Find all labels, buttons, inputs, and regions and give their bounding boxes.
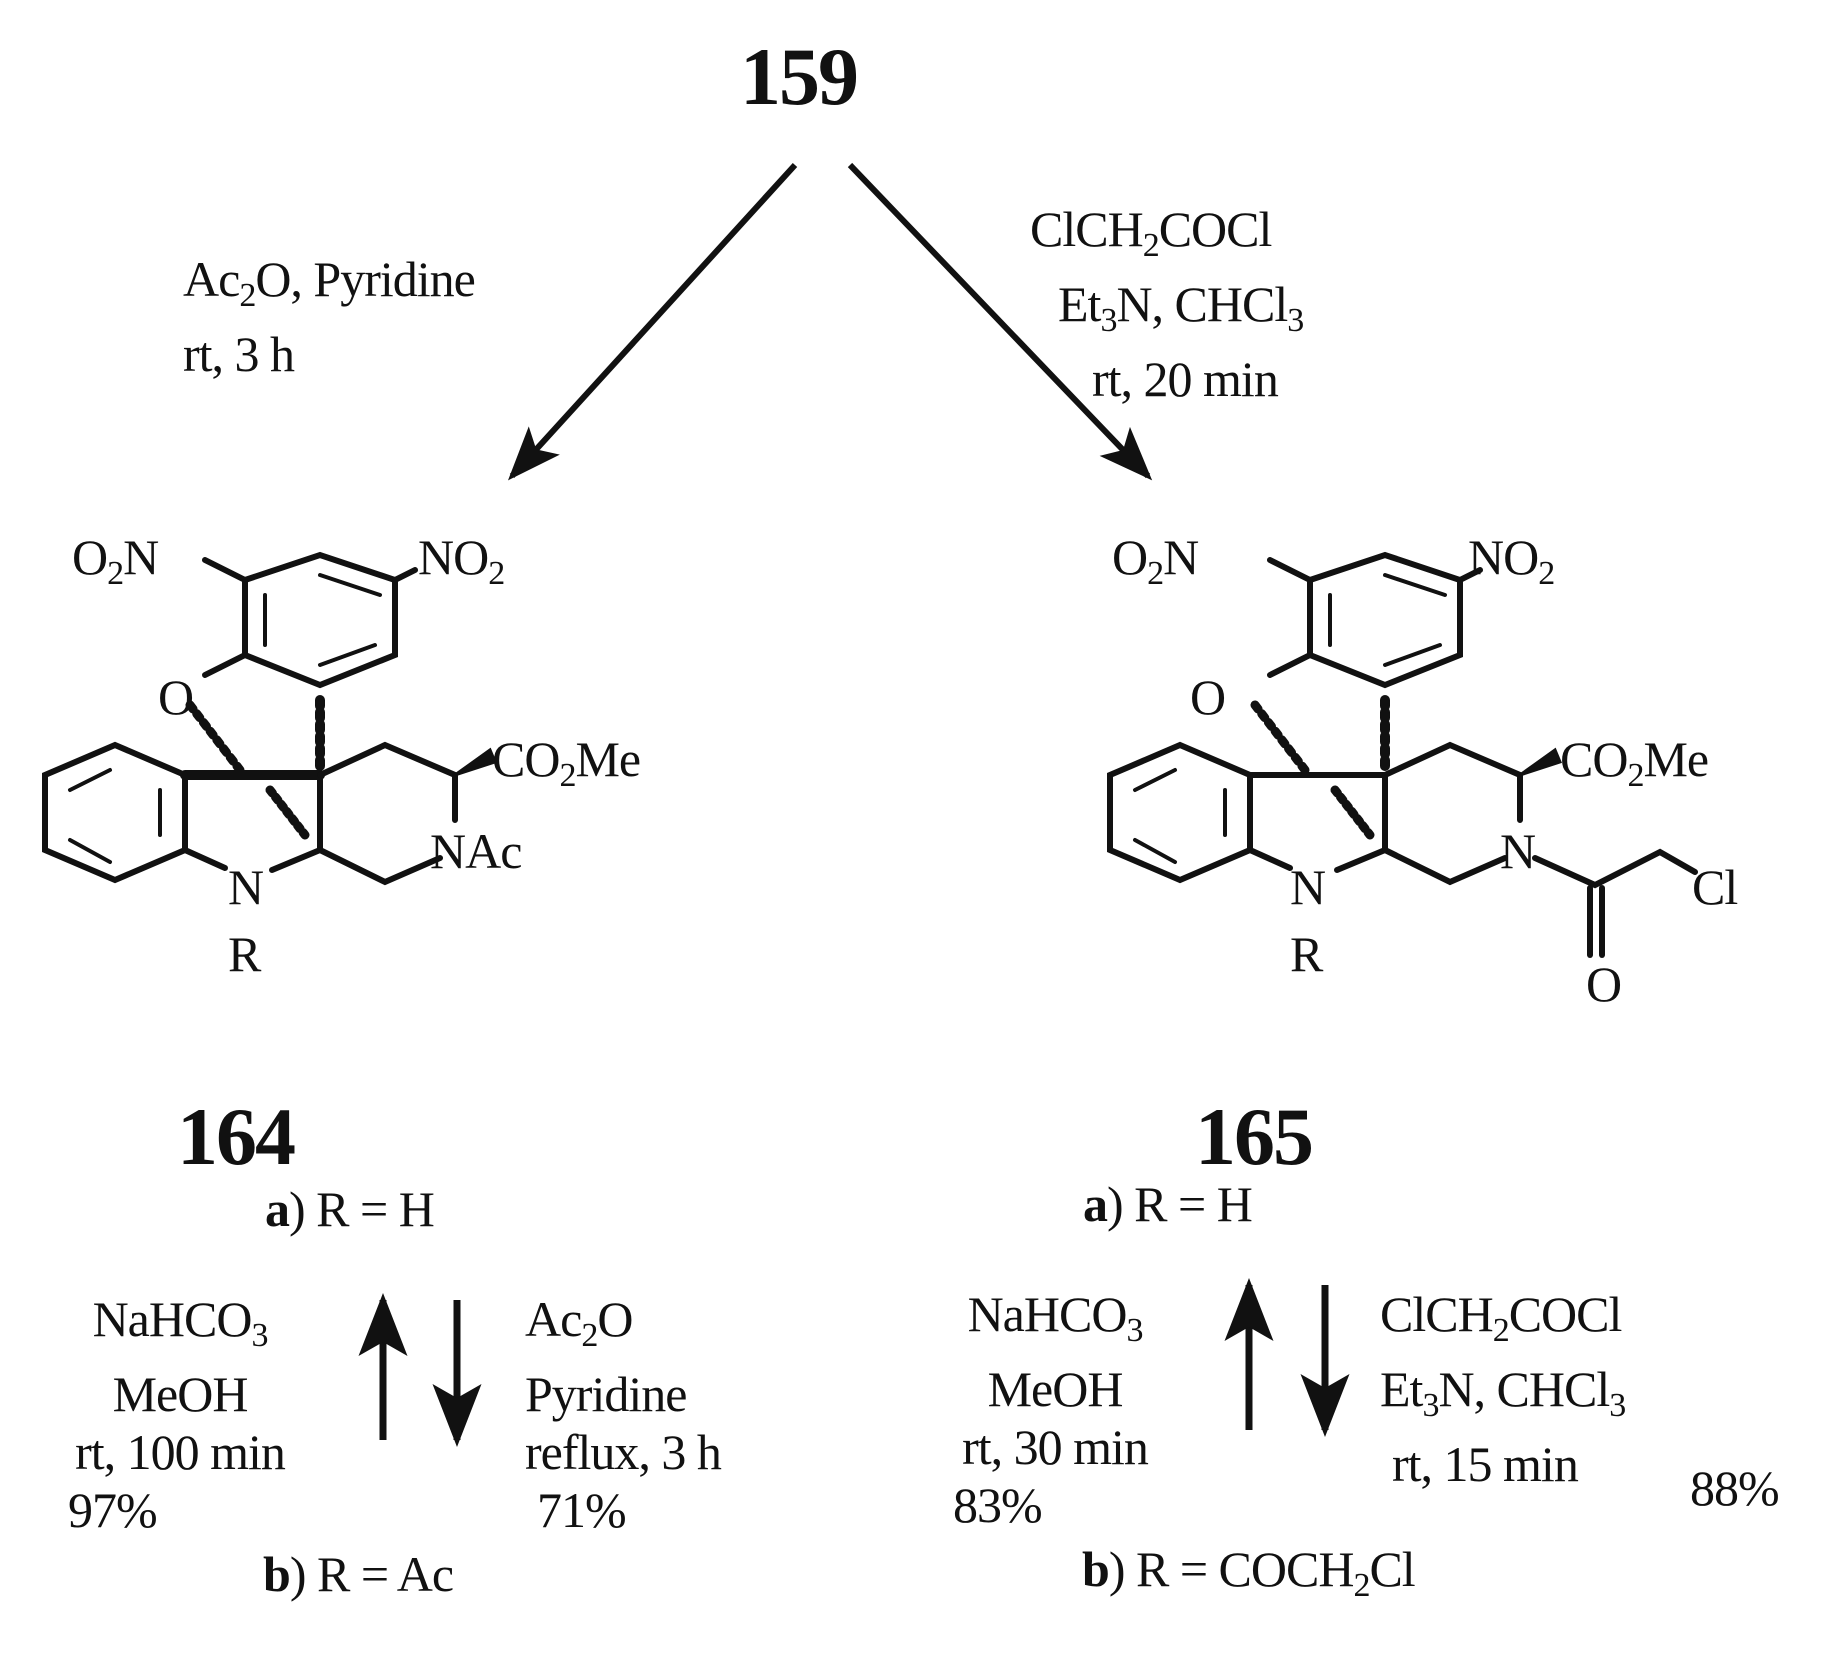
carbonyl-oxygen: O xyxy=(1586,956,1622,1012)
no2-group: NO2 xyxy=(418,529,505,592)
compound-165-label: 165 xyxy=(1195,1091,1314,1182)
chlorine-atom: Cl xyxy=(1692,859,1738,915)
ether-oxygen: O xyxy=(1190,669,1226,725)
r-substituent: R xyxy=(228,926,261,982)
o2n-group: O2N xyxy=(1112,529,1199,592)
arrow-to-165 xyxy=(847,162,1153,481)
structure-165-bonds xyxy=(1107,551,1698,958)
ether-oxygen: O xyxy=(158,669,194,725)
structure-164-bonds xyxy=(42,551,498,886)
amide-n: N xyxy=(1500,823,1536,879)
conditions-to-164: Ac2O, Pyridine rt, 3 h xyxy=(183,251,476,382)
indoline-n: N xyxy=(228,859,264,915)
co2me-group: CO2Me xyxy=(1560,731,1709,794)
compound-164-label: 164 xyxy=(177,1091,296,1182)
r-substituent: R xyxy=(1290,926,1323,982)
conditions-165-chloroacetylation: ClCH2COCl Et3N, CHCl3 rt, 15 min xyxy=(1380,1286,1626,1492)
conditions-to-165: ClCH2COCl Et3N, CHCl3 rt, 20 min xyxy=(1030,201,1304,407)
compound-159-label: 159 xyxy=(740,31,859,122)
variant-165a: a) R = H xyxy=(1083,1176,1253,1232)
variant-164a: a) R = H xyxy=(265,1181,435,1237)
yield-165-chloroacetylation: 88% xyxy=(1690,1460,1780,1516)
arrow-to-164 xyxy=(507,162,798,481)
no2-group: NO2 xyxy=(1468,529,1555,592)
amide-n-ac: NAc xyxy=(430,823,522,879)
indoline-n: N xyxy=(1290,859,1326,915)
conditions-164-acylation: Ac2O Pyridine reflux, 3 h 71% xyxy=(525,1291,722,1538)
o2n-group: O2N xyxy=(72,529,159,592)
conditions-164-deacylation: NaHCO3 MeOH rt, 100 min 97% xyxy=(68,1291,286,1538)
co2me-group: CO2Me xyxy=(492,731,641,794)
conditions-165-deacylation: NaHCO3 MeOH rt, 30 min 83% xyxy=(953,1286,1149,1533)
variant-164b: b) R = Ac xyxy=(263,1546,454,1602)
variant-165b: b) R = COCH2Cl xyxy=(1082,1541,1416,1604)
